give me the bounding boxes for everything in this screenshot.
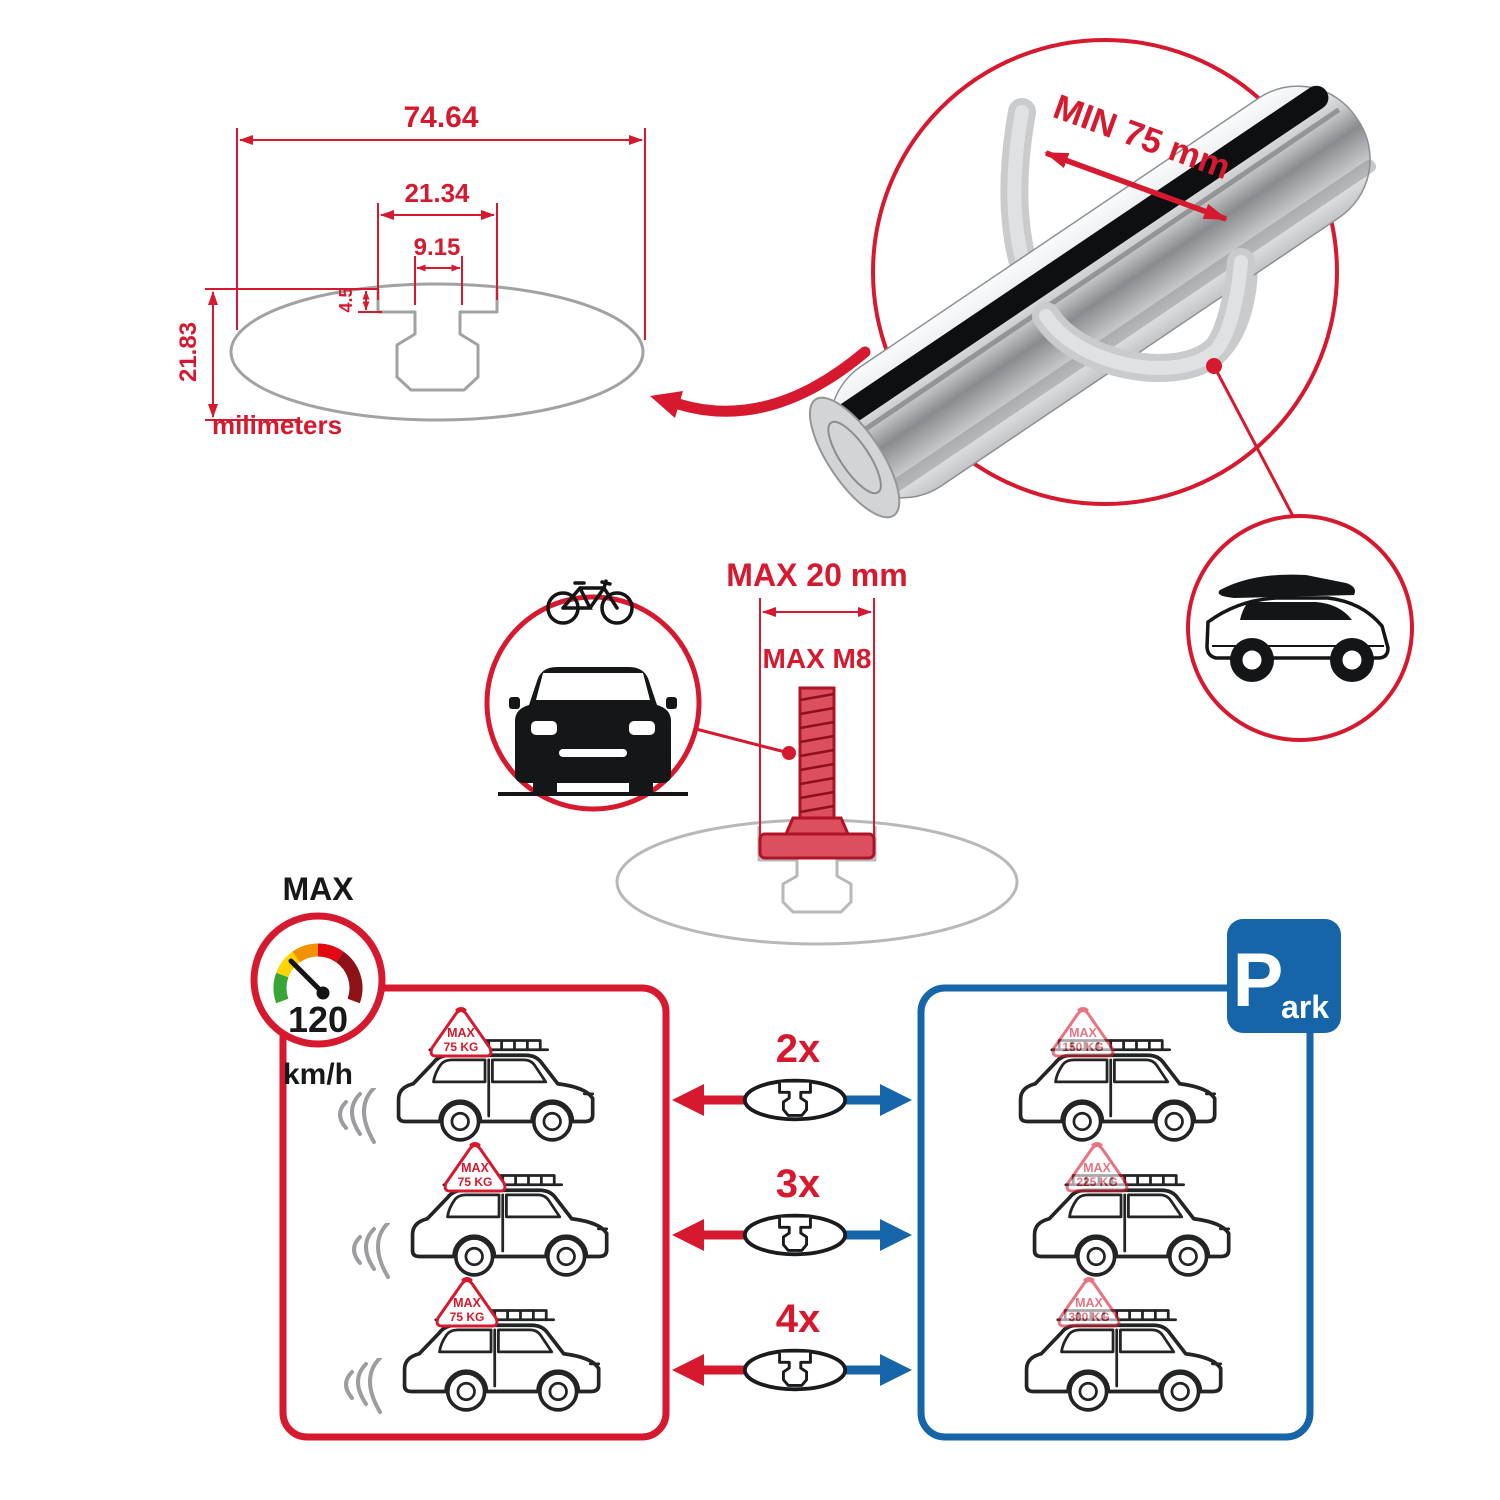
- multiplier-label: 2x: [776, 1027, 821, 1071]
- load-tag-value: 75 KG: [450, 1310, 485, 1324]
- bicycle-icon: [546, 579, 634, 625]
- load-tag-label: MAX: [453, 1296, 481, 1310]
- bar-cross-section-ellipse: [229, 282, 645, 422]
- speed-value: 120: [288, 999, 348, 1040]
- cross-section-diagram: 74.64 21.34 9.15 21.83 4.5 milimeters: [175, 101, 871, 440]
- park-sign-board: [1227, 919, 1341, 1033]
- pointer-arrow-to-cross-section: [672, 346, 871, 417]
- callout-line-to-bolt: [695, 727, 790, 755]
- load-tag-label: MAX: [1075, 1296, 1103, 1310]
- min-span-arrow: [1044, 150, 1228, 222]
- suv-with-roofbox-illustration: [1205, 574, 1390, 682]
- driving-car-row-3: MAX 75 KG: [344, 1276, 601, 1414]
- speed-unit: km/h: [283, 1058, 353, 1091]
- t-slot-channel-profile: [376, 289, 499, 392]
- speed-limit-gauge: MAX 120 km/h: [250, 871, 386, 1091]
- pointer-arrowhead: [650, 391, 683, 418]
- callout-dot-bolt: [782, 746, 796, 760]
- bar-cross-section-icon: [742, 1213, 848, 1257]
- driving-car-row-1: MAX 75 KG: [338, 1006, 595, 1144]
- load-tag-label: MAX: [1069, 1026, 1097, 1040]
- load-tag-value: 75 KG: [458, 1175, 493, 1189]
- load-tag-value: 75 KG: [444, 1040, 479, 1054]
- load-tag-value: 150 KG: [1062, 1040, 1103, 1054]
- driving-car-row-2: MAX 75 KG: [352, 1141, 609, 1279]
- load-tag-value: 225 KG: [1076, 1175, 1117, 1189]
- parked-car-row-1: MAX 150 KG: [1018, 1006, 1217, 1142]
- multiplier-label: 3x: [776, 1162, 821, 1206]
- multiplier-label: 4x: [776, 1297, 821, 1341]
- bar-cross-section-icon: [742, 1078, 848, 1122]
- t-bolt-illustration: [758, 686, 876, 860]
- gauge-circle: [250, 912, 386, 1048]
- park-sign-initial: P: [1233, 938, 1284, 1023]
- units-label: milimeters: [212, 410, 342, 440]
- multiplier-row-1: 2x: [672, 1027, 912, 1122]
- load-tag-value: 300 KG: [1068, 1310, 1109, 1324]
- lip-depth-value: 4.5: [336, 287, 356, 312]
- callout-line-to-vehicle: [1212, 365, 1296, 519]
- load-tag-label: MAX: [1083, 1161, 1111, 1175]
- total-height-value: 21.83: [175, 322, 202, 382]
- total-width-value: 74.64: [403, 101, 478, 134]
- load-tag-label: MAX: [447, 1026, 475, 1040]
- bar-detail-callout: MIN 75 mm: [808, 38, 1377, 519]
- gauge-needle: [288, 958, 326, 996]
- channel-width-value: 21.34: [404, 178, 470, 208]
- load-tag-label: MAX: [461, 1161, 489, 1175]
- park-sign-rest: ark: [1281, 989, 1329, 1025]
- bolt-max-thread-label: MAX M8: [763, 643, 872, 674]
- bar-cross-section-icon: [742, 1348, 848, 1392]
- gauge-arc: [273, 943, 363, 1004]
- slot-width-value: 9.15: [414, 234, 461, 261]
- bolt-section: MAX 20 mm MAX M8: [484, 557, 1019, 946]
- vehicle-roofbox-callout: [1186, 514, 1414, 742]
- park-sign: P ark: [1227, 919, 1341, 1033]
- multiplier-row-2: 3x: [672, 1162, 912, 1257]
- parked-car-row-3: MAX 300 KG: [1024, 1276, 1223, 1412]
- clamp-strap-front-highlight: [1039, 255, 1248, 375]
- car-front-icon: [498, 667, 688, 796]
- gauge-needle-hub: [316, 986, 330, 1000]
- multiplier-row-3: 4x: [672, 1297, 912, 1392]
- speed-max-label: MAX: [282, 871, 354, 907]
- parked-car-row-2: MAX 225 KG: [1032, 1141, 1231, 1277]
- bolt-max-width-label: MAX 20 mm: [726, 557, 907, 593]
